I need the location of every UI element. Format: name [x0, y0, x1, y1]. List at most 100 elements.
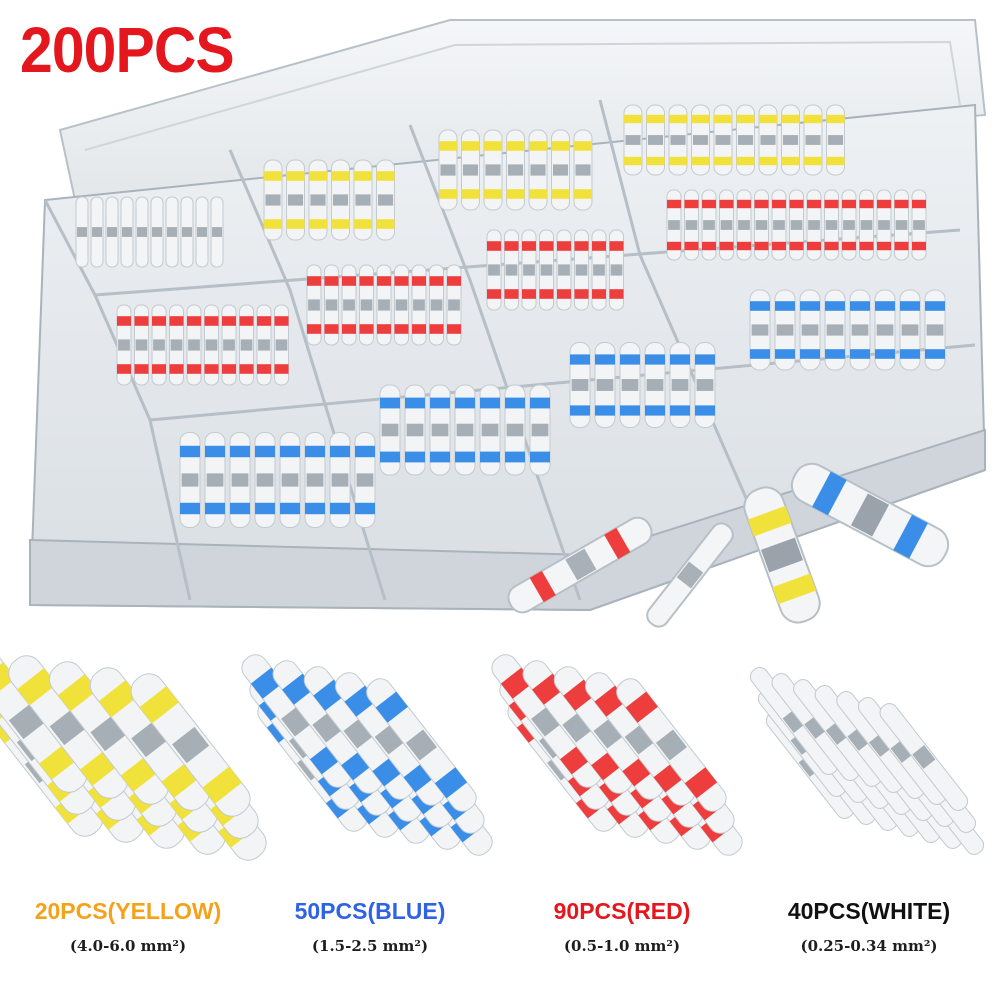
box-connector [263, 159, 283, 241]
box-connector [669, 342, 691, 428]
box-connector [569, 342, 591, 428]
count-label-yellow: 20PCS(YELLOW) [34, 898, 222, 924]
box-connector [754, 189, 769, 261]
box-connector [859, 189, 874, 261]
box-connector [353, 159, 373, 241]
loose-connector-white [646, 522, 734, 628]
box-connector [411, 264, 427, 346]
box-connector [774, 289, 796, 371]
box-connector [376, 264, 392, 346]
box-connector [749, 289, 771, 371]
box-connector [429, 384, 451, 476]
box-connector [701, 189, 717, 261]
box-connector [684, 189, 699, 261]
loose-connector-red [507, 516, 653, 614]
box-connector [404, 384, 426, 476]
box-connector [556, 229, 572, 311]
size-label-blue: (1.5-2.5 mm²) [311, 937, 429, 955]
box-connector [135, 196, 149, 268]
box-connector [134, 304, 149, 386]
box-connector [454, 384, 476, 476]
count-label-red: 90PCS(RED) [553, 898, 691, 924]
box-connector [551, 129, 570, 211]
box-connector [826, 104, 845, 176]
box-connector [239, 304, 254, 386]
box-connector [911, 189, 927, 261]
box-connector [341, 264, 357, 346]
box-connector [483, 129, 503, 211]
loose-connector-blue [790, 462, 950, 568]
size-label-white: (0.25-0.34 mm²) [800, 937, 938, 955]
box-connector [446, 264, 462, 346]
box-connector [771, 189, 787, 261]
stack-connector [553, 666, 665, 800]
box-connector [841, 189, 857, 261]
box-connector [354, 432, 376, 528]
headline: 200PCS [20, 14, 235, 86]
box-connector [90, 196, 104, 268]
box-connector [151, 304, 167, 386]
box-connector [668, 104, 688, 176]
stack-connector-tube [879, 703, 969, 811]
box-connector [874, 289, 896, 371]
count-label-blue: 50PCS(BLUE) [294, 898, 446, 924]
box-connector [521, 229, 537, 311]
box-connector [204, 304, 219, 386]
loose-connector-yellow [743, 486, 821, 624]
stack-connector-tube [616, 678, 727, 812]
stack-connector [366, 678, 477, 812]
box-connector [528, 129, 548, 211]
box-connector [899, 289, 921, 371]
caption-yellow: 20PCS(YELLOW) (4.0-6.0 mm²) [3, 898, 253, 955]
box-connector [116, 304, 132, 386]
stack-connector [130, 673, 251, 817]
box-connector [179, 432, 201, 528]
box-connector [806, 189, 822, 261]
box-connector [204, 432, 226, 528]
stack-connector-tube [553, 666, 665, 800]
stack-connector [8, 655, 129, 799]
stack-connector-tube [366, 678, 477, 812]
box-connector [719, 189, 734, 261]
box-connector [329, 432, 351, 528]
box-connector [169, 304, 184, 386]
box-connector [308, 159, 328, 241]
box-connector [279, 432, 301, 528]
box-connector [331, 159, 350, 241]
box-connector [504, 384, 526, 476]
size-label-yellow: (4.0-6.0 mm²) [69, 937, 187, 955]
box-connector [229, 432, 251, 528]
box-connector [486, 229, 502, 311]
box-connector [504, 229, 519, 311]
box-connector [894, 189, 909, 261]
box-connector [574, 229, 589, 311]
box-connector [286, 159, 305, 241]
box-connector [105, 196, 119, 268]
box-connector [758, 104, 778, 176]
box-connector [609, 229, 624, 311]
box-connector [359, 264, 374, 346]
box-connector [438, 129, 458, 211]
box-connector [165, 196, 179, 268]
box-connector [803, 104, 823, 176]
box-connector [736, 189, 752, 261]
box-connector [306, 264, 322, 346]
box-connector [789, 189, 804, 261]
box-connector [924, 289, 946, 371]
box-connector [644, 342, 666, 428]
box-connector [736, 104, 755, 176]
box-connector [180, 196, 194, 268]
count-label-white: 40PCS(WHITE) [787, 898, 951, 924]
box-connector [254, 432, 276, 528]
box-connector [876, 189, 892, 261]
box-connector [824, 189, 839, 261]
box-connector [573, 129, 593, 211]
box-connector [274, 304, 289, 386]
box-connector [150, 196, 164, 268]
box-connector [75, 196, 89, 268]
box-connector [429, 264, 444, 346]
box-connector [594, 342, 616, 428]
box-connector [623, 104, 643, 176]
box-connector [195, 196, 209, 268]
